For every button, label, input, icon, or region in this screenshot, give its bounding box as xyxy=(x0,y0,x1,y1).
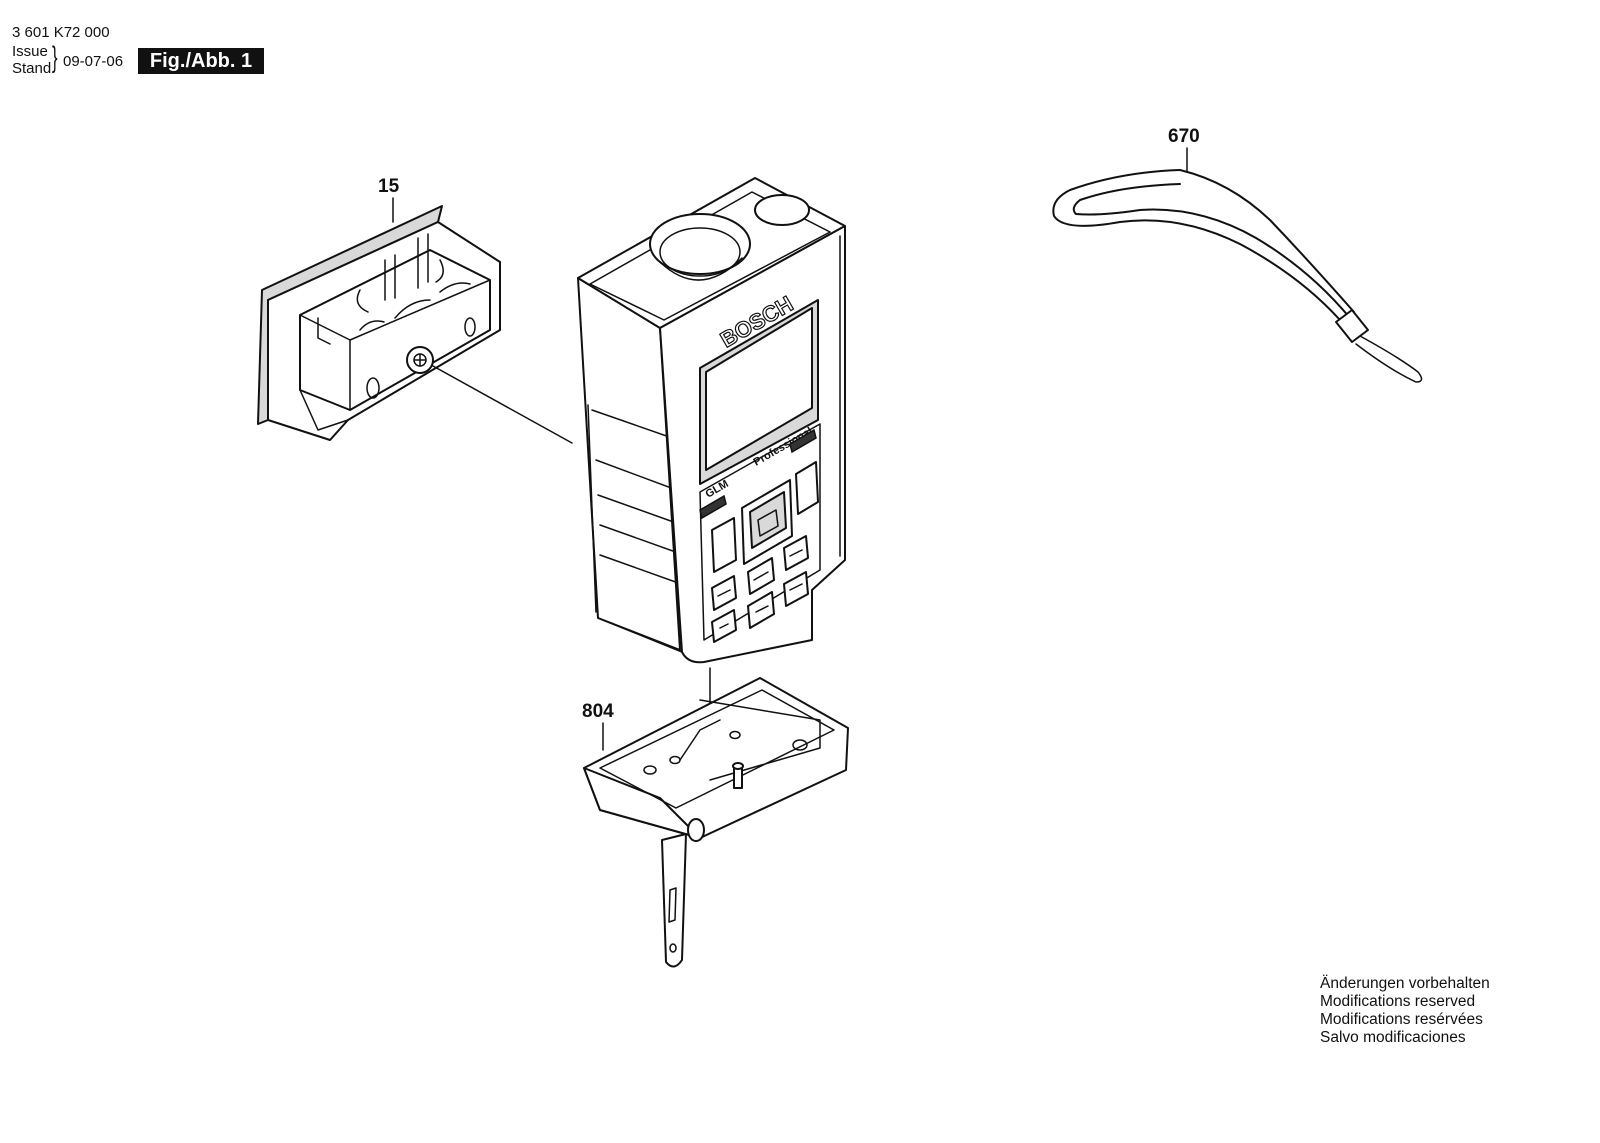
brace-symbol: } xyxy=(52,41,58,74)
callout-670: 670 xyxy=(1168,126,1200,147)
end-piece-part xyxy=(583,677,849,968)
stand-label: Stand xyxy=(12,60,52,77)
callout-15: 15 xyxy=(378,176,400,197)
part-number: 3 601 K72 000 xyxy=(12,24,110,41)
figure-label: Fig./Abb. 1 xyxy=(138,48,264,74)
issue-date: 09-07-06 xyxy=(63,53,124,70)
modification-notes: Änderungen vorbehalten Modifications res… xyxy=(1320,975,1490,1047)
note-line: Salvo modificaciones xyxy=(1320,1029,1466,1046)
laser-rangefinder-body: BOSCH Professional GLM xyxy=(577,177,846,751)
note-line: Modifications reserved xyxy=(1320,993,1476,1010)
battery-cover-part xyxy=(257,197,573,444)
callout-804: 804 xyxy=(582,701,614,722)
issue-label: Issue xyxy=(12,43,48,60)
note-line: Modifications resérvées xyxy=(1320,1011,1483,1028)
note-line: Änderungen vorbehalten xyxy=(1320,975,1490,992)
wrist-strap-part xyxy=(1052,147,1423,383)
